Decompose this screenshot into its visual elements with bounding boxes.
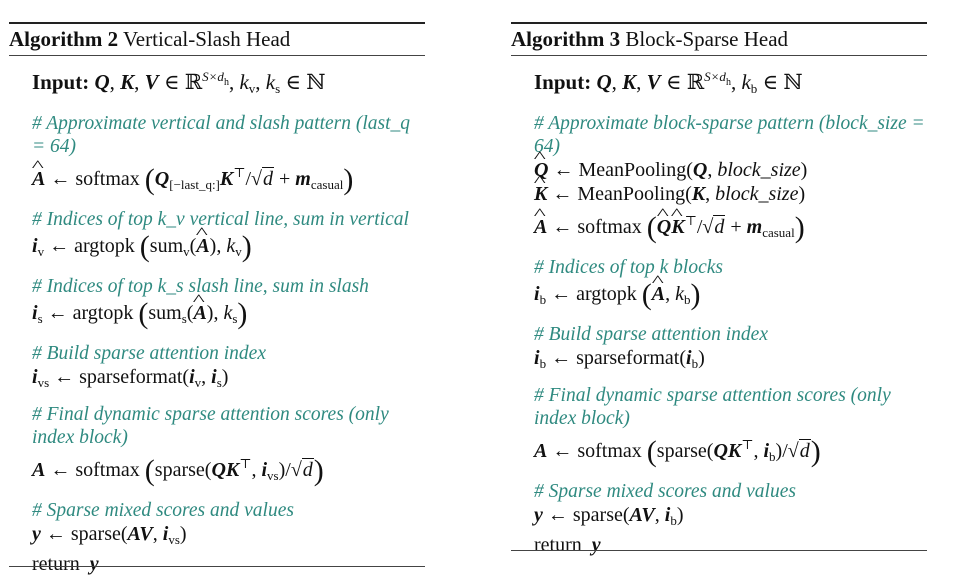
return-statement: return y [534,534,601,556]
top-rule [9,22,425,24]
comment: # Final dynamic sparse attention scores … [534,385,891,429]
statement: K ← MeanPooling(K, block_size) [534,182,927,206]
statement: is ← argtopk (sums(A), ks) [32,298,425,334]
caption-rule [9,55,425,56]
input-line: Input: Q, K, V ∈ ℝS×dh, kv, ks ∈ ℕ [32,62,425,104]
algorithm-title: Vertical-Slash Head [122,27,291,51]
bottom-rule [9,566,425,567]
statement: y ← sparse(AV, ib) [534,504,684,528]
comment: # Indices of top k_s slash line, sum in … [32,276,369,297]
statement: A ← softmax (sparse(QK⊤, ivs)/√d) [32,454,324,487]
algorithm-body: Input: Q, K, V ∈ ℝS×dh, kb ∈ ℕ # Approxi… [511,56,927,557]
algorithm-3: Algorithm 3 Block-Sparse Head Input: Q, … [511,22,927,556]
statement: A ← softmax (QK⊤/√d + mcasual) [534,206,927,248]
input-label: Input: [32,70,90,94]
bottom-rule [511,550,927,551]
return-statement: return y [32,553,99,575]
comment: # Approximate block-sparse pattern (bloc… [534,113,925,157]
caption-rule [511,55,927,56]
algorithm-caption: Algorithm 3 Block-Sparse Head [511,24,927,55]
comment: # Indices of top k blocks [534,257,723,278]
statement: A ← softmax (sparse(QK⊤, ib)/√d) [534,435,821,468]
comment: # Sparse mixed scores and values [32,500,294,521]
algorithm-number: Algorithm 3 [511,27,621,51]
top-rule [511,22,927,24]
statement: ivs ← sparseformat(iv, is) [32,366,229,390]
statement: ib ← sparseformat(ib) [534,347,705,371]
input-label: Input: [534,70,592,94]
input-line: Input: Q, K, V ∈ ℝS×dh, kb ∈ ℕ [534,62,927,104]
input-expression: Q, K, V ∈ ℝS×dh, kb ∈ ℕ [596,69,803,96]
comment: # Build sparse attention index [534,324,768,345]
statement: iv ← argtopk (sumv(A), kv) [32,231,425,267]
algorithm-caption: Algorithm 2 Vertical-Slash Head [9,24,425,55]
comment: # Final dynamic sparse attention scores … [32,404,389,448]
comment: # Build sparse attention index [32,343,266,364]
comment: # Approximate vertical and slash pattern… [32,113,411,157]
algorithm-body: Input: Q, K, V ∈ ℝS×dh, kv, ks ∈ ℕ # App… [9,56,425,576]
statement: ib ← argtopk (A, kb) [534,279,927,315]
comment: # Sparse mixed scores and values [534,481,796,502]
statement: y ← sparse(AV, ivs) [32,523,187,547]
algorithm-number: Algorithm 2 [9,27,119,51]
input-expression: Q, K, V ∈ ℝS×dh, kv, ks ∈ ℕ [94,69,326,96]
algorithm-title: Block-Sparse Head [625,27,789,51]
statement: Q ← MeanPooling(Q, block_size) [534,158,927,182]
comment: # Indices of top k_v vertical line, sum … [32,209,409,230]
statement: A ← softmax (Q[−last_q:]K⊤/√d + mcasual) [32,158,425,200]
algorithm-2: Algorithm 2 Vertical-Slash Head Input: Q… [9,22,425,575]
